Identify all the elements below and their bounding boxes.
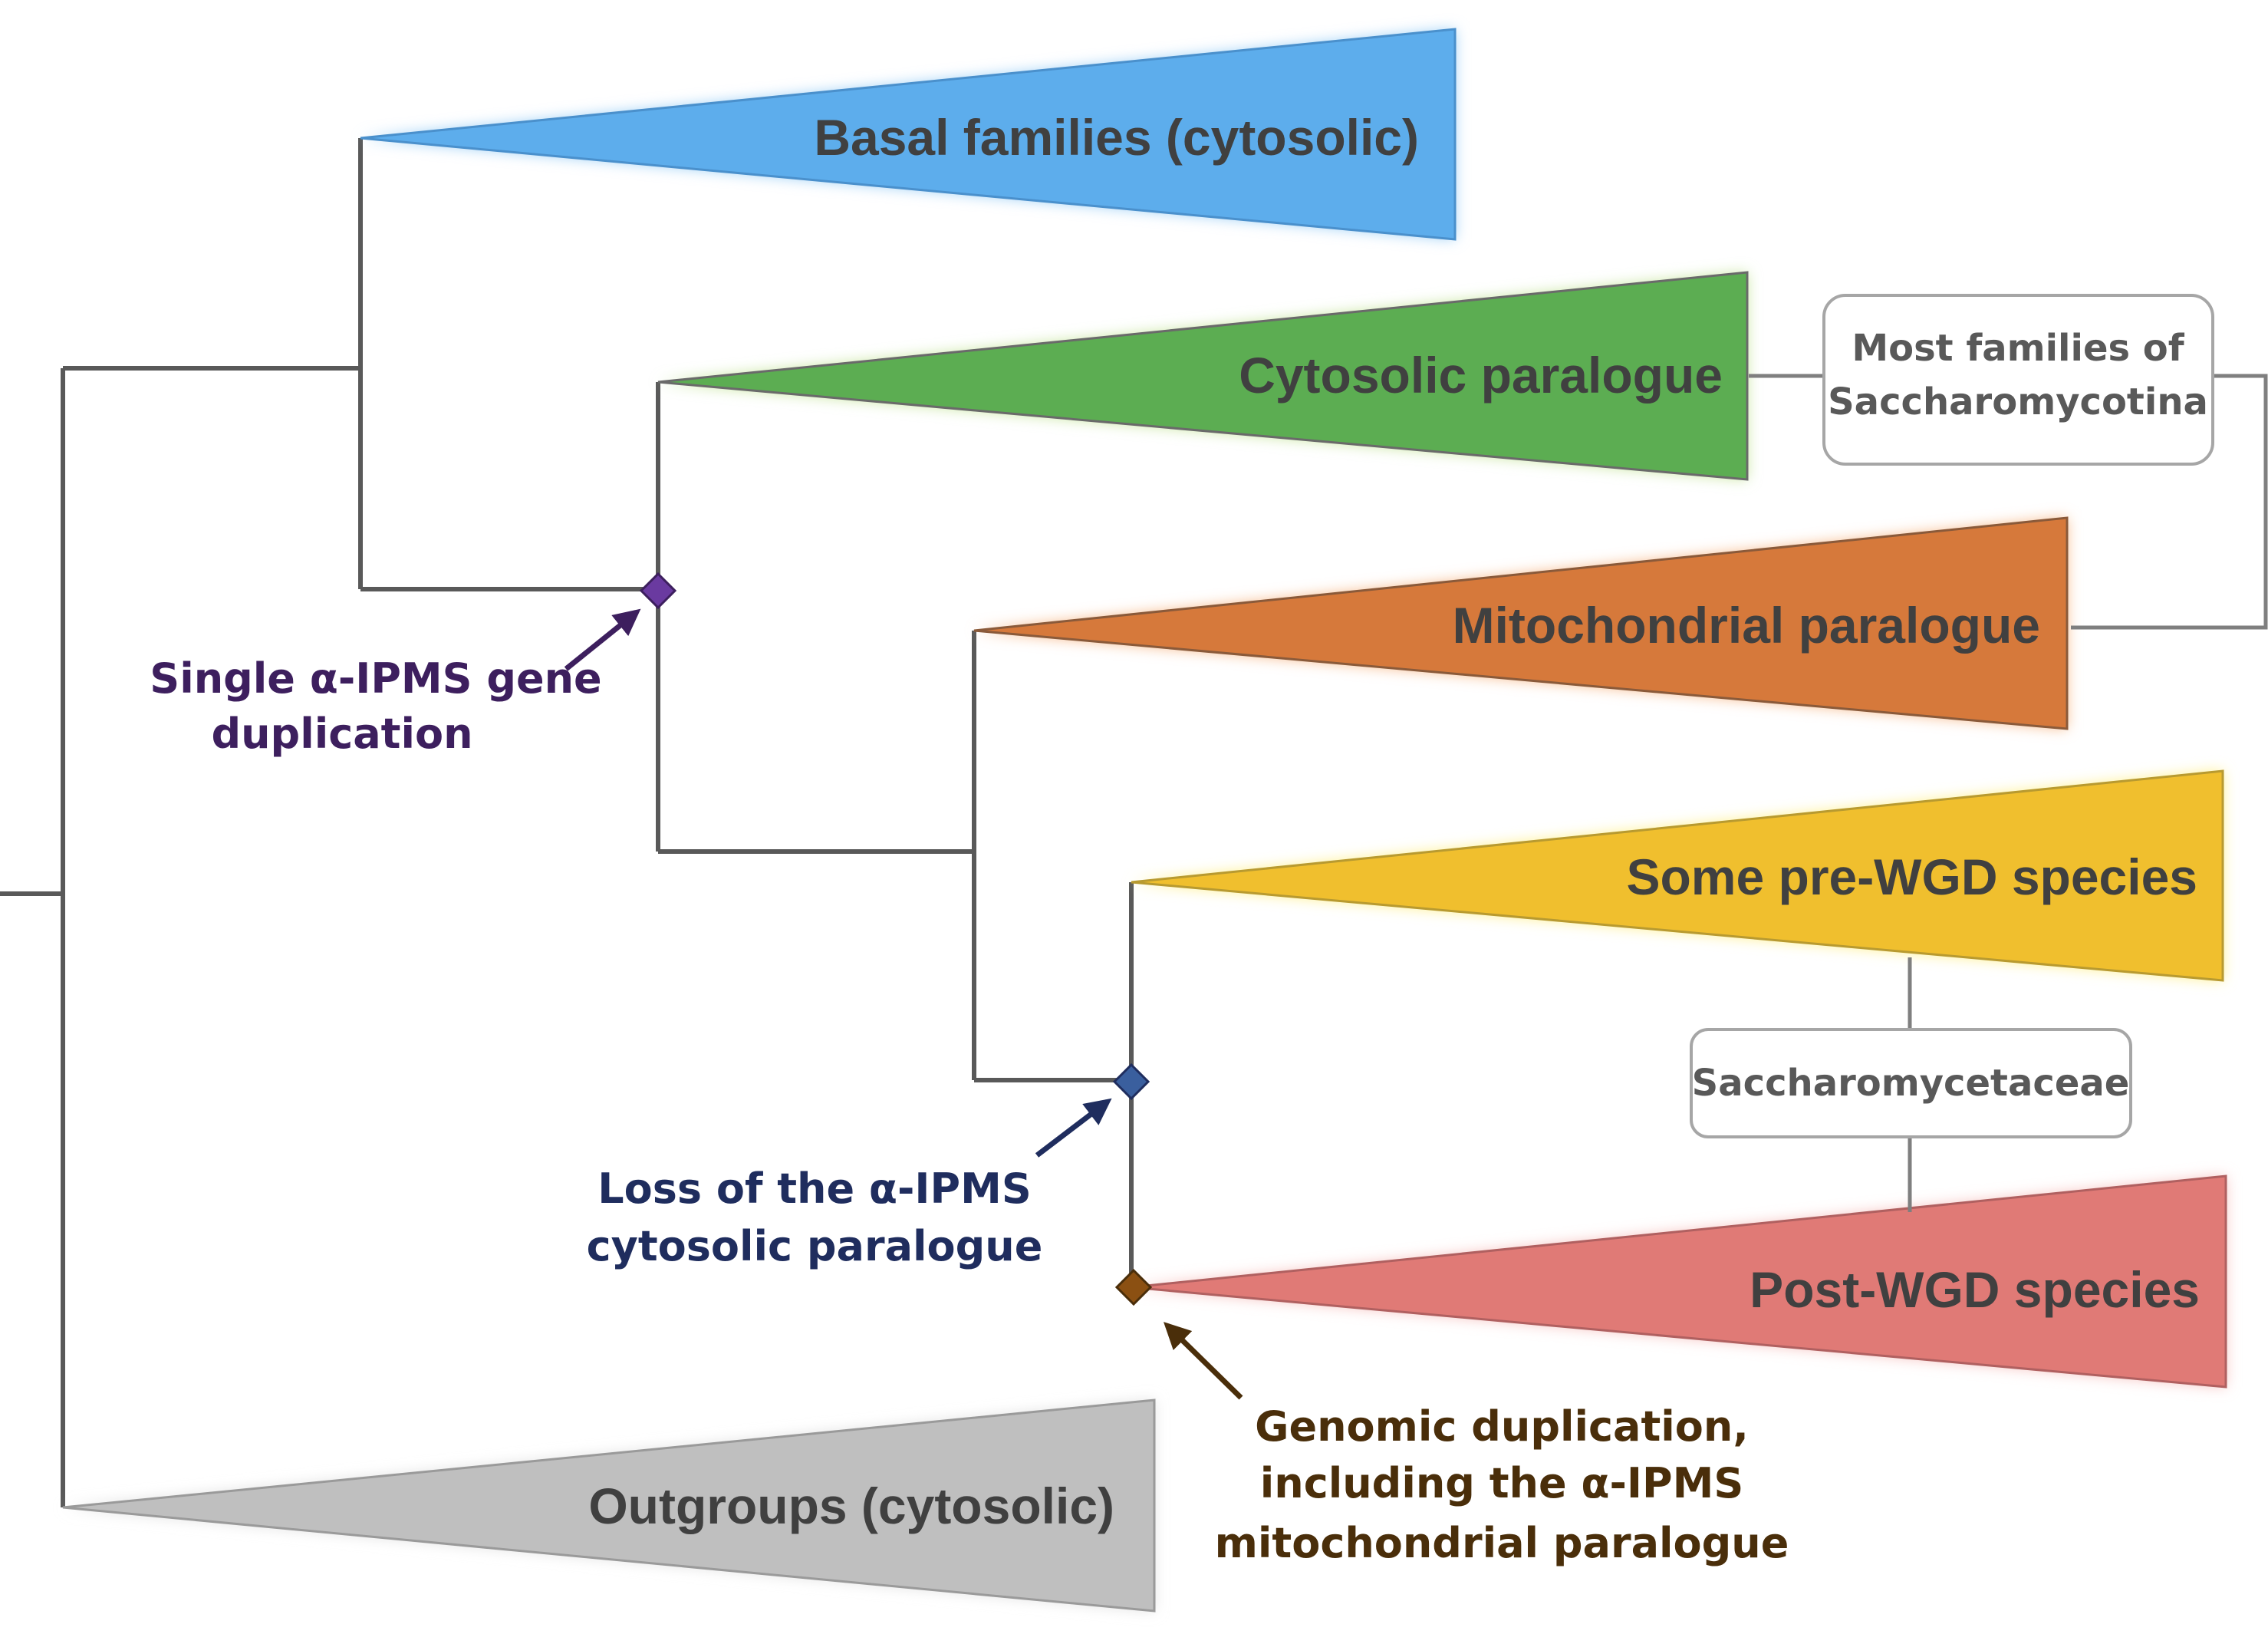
event-loss: Loss of the α-IPMS cytosolic paralogue <box>587 1062 1150 1270</box>
clade-mitochondrial-triangle <box>973 516 2069 730</box>
loss-label-line1: Loss of the α-IPMS <box>597 1165 1031 1213</box>
clade-outgroups: Outgroups (cytosolic) <box>62 1398 1156 1613</box>
clade-prewgd-label: Some pre-WGD species <box>1626 848 2197 905</box>
genomic-arrow <box>1163 1322 1243 1400</box>
clade-mitochondrial: Mitochondrial paralogue <box>973 516 2069 730</box>
clade-basal-label: Basal families (cytosolic) <box>814 109 1419 166</box>
duplication-label-line2: duplication <box>211 710 472 758</box>
genomic-label-line3: mitochondrial paralogue <box>1215 1519 1789 1567</box>
group-saccharomycotina: Most families of Saccharomycotina <box>1749 294 2268 630</box>
tree-branches <box>0 138 1134 1507</box>
loss-node-marker <box>1112 1062 1150 1101</box>
clade-cytosolic-label: Cytosolic paralogue <box>1239 347 1723 404</box>
event-duplication: Single α-IPMS gene duplication <box>150 572 677 758</box>
genomic-node-marker <box>1114 1268 1153 1306</box>
loss-label-line2: cytosolic paralogue <box>587 1222 1043 1270</box>
duplication-node-marker <box>639 572 677 610</box>
saccharomycotina-line1: Most families of <box>1852 327 2184 370</box>
clade-outgroups-label: Outgroups (cytosolic) <box>588 1478 1114 1534</box>
saccharomycetaceae-label: Saccharomycetaceae <box>1692 1062 2130 1105</box>
clade-cytosolic-triangle <box>657 271 1749 481</box>
clade-outgroups-triangle <box>62 1398 1156 1613</box>
clade-basal: Basal families (cytosolic) <box>360 28 1457 241</box>
clade-prewgd-triangle <box>1131 769 2224 982</box>
duplication-label-line1: Single α-IPMS gene <box>150 654 601 703</box>
saccharomycotina-connector-right <box>2071 374 2268 630</box>
loss-arrow <box>1035 1098 1112 1158</box>
clade-mitochondrial-label: Mitochondrial paralogue <box>1453 597 2040 654</box>
saccharomycotina-box <box>1822 294 2214 466</box>
event-genomic-duplication: Genomic duplication, including the α-IPM… <box>1114 1268 1789 1567</box>
genomic-label-line1: Genomic duplication, <box>1255 1402 1749 1451</box>
clade-postwgd-triangle <box>1131 1174 2227 1389</box>
clade-cytosolic: Cytosolic paralogue <box>657 271 1749 481</box>
clade-postwgd-label: Post-WGD species <box>1750 1261 2200 1318</box>
saccharomycetaceae-box <box>1690 1028 2132 1138</box>
genomic-label-line2: including the α-IPMS <box>1260 1459 1743 1507</box>
clade-basal-triangle <box>360 28 1457 241</box>
clade-prewgd: Some pre-WGD species <box>1131 769 2224 982</box>
saccharomycotina-line2: Saccharomycotina <box>1828 380 2208 423</box>
duplication-arrow <box>564 608 641 671</box>
clade-postwgd: Post-WGD species <box>1131 1174 2227 1389</box>
group-saccharomycetaceae: Saccharomycetaceae <box>1690 957 2132 1212</box>
